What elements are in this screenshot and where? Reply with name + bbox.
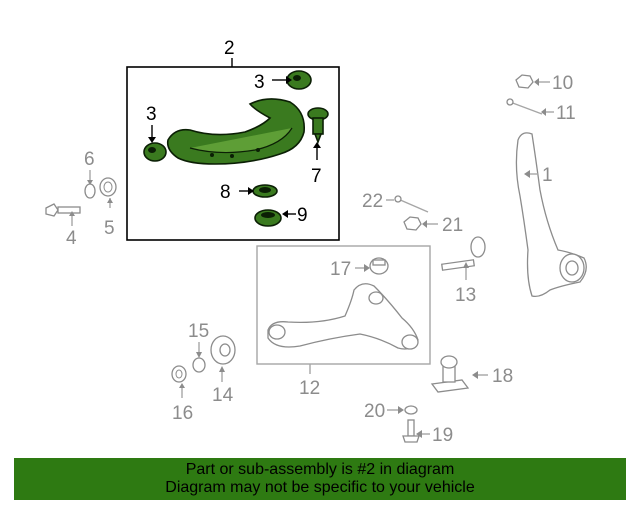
callout-8[interactable]: 8 bbox=[220, 182, 231, 203]
washer-6[interactable] bbox=[84, 183, 96, 199]
banner-line-2: Diagram may not be specific to your vehi… bbox=[165, 479, 475, 496]
banner-line-1: Part or sub-assembly is #2 in diagram bbox=[185, 461, 455, 478]
callout-9[interactable]: 9 bbox=[297, 205, 308, 226]
callout-20[interactable]: 20 bbox=[364, 401, 385, 422]
callout-3-top[interactable]: 3 bbox=[254, 72, 265, 93]
callout-5[interactable]: 5 bbox=[104, 218, 115, 239]
callout-15[interactable]: 15 bbox=[188, 321, 209, 342]
callout-14[interactable]: 14 bbox=[212, 385, 234, 406]
ball-joint-17[interactable] bbox=[369, 257, 389, 275]
bolt-19[interactable] bbox=[402, 419, 420, 443]
bolt-4[interactable] bbox=[45, 203, 81, 217]
callout-17[interactable]: 17 bbox=[330, 259, 351, 280]
callout-22[interactable]: 22 bbox=[362, 191, 383, 212]
upper-control-arm[interactable] bbox=[166, 98, 306, 165]
callout-21[interactable]: 21 bbox=[442, 215, 463, 236]
cotter-pin-22[interactable] bbox=[394, 195, 429, 213]
ball-joint-7[interactable] bbox=[307, 107, 329, 145]
dust-boot-8[interactable] bbox=[252, 184, 278, 198]
callout-3-left[interactable]: 3 bbox=[146, 104, 157, 125]
boot-9[interactable] bbox=[254, 209, 282, 227]
callout-18[interactable]: 18 bbox=[492, 366, 513, 387]
callout-13[interactable]: 13 bbox=[455, 285, 476, 306]
callout-10[interactable]: 10 bbox=[552, 73, 573, 94]
callout-2[interactable]: 2 bbox=[224, 38, 235, 59]
washer-15[interactable] bbox=[192, 357, 206, 373]
nut-16[interactable] bbox=[171, 365, 187, 383]
cotter-pin-11[interactable] bbox=[506, 98, 543, 115]
callout-11[interactable]: 11 bbox=[556, 103, 576, 124]
callout-4[interactable]: 4 bbox=[66, 228, 77, 249]
nut-21[interactable] bbox=[403, 216, 422, 231]
lower-arm-assembly-box bbox=[256, 245, 431, 365]
lower-control-arm[interactable] bbox=[267, 283, 419, 350]
bushing-3-left[interactable] bbox=[143, 142, 167, 162]
callout-1[interactable]: 1 bbox=[542, 165, 553, 186]
steering-knuckle-1[interactable] bbox=[515, 132, 587, 298]
nut-5[interactable] bbox=[99, 177, 117, 197]
callout-19[interactable]: 19 bbox=[432, 425, 453, 446]
callout-7[interactable]: 7 bbox=[311, 166, 322, 187]
info-banner: Part or sub-assembly is #2 in diagram Di… bbox=[14, 458, 626, 500]
bolt-13[interactable] bbox=[441, 236, 486, 271]
callout-12[interactable]: 12 bbox=[299, 378, 320, 399]
callout-16[interactable]: 16 bbox=[172, 403, 193, 424]
washer-20[interactable] bbox=[404, 405, 418, 415]
callout-6[interactable]: 6 bbox=[84, 149, 95, 170]
nut-10[interactable] bbox=[515, 74, 534, 89]
ball-joint-18[interactable] bbox=[430, 355, 470, 393]
bushing-14[interactable] bbox=[210, 335, 236, 365]
upper-arm-assembly-box bbox=[126, 66, 340, 241]
